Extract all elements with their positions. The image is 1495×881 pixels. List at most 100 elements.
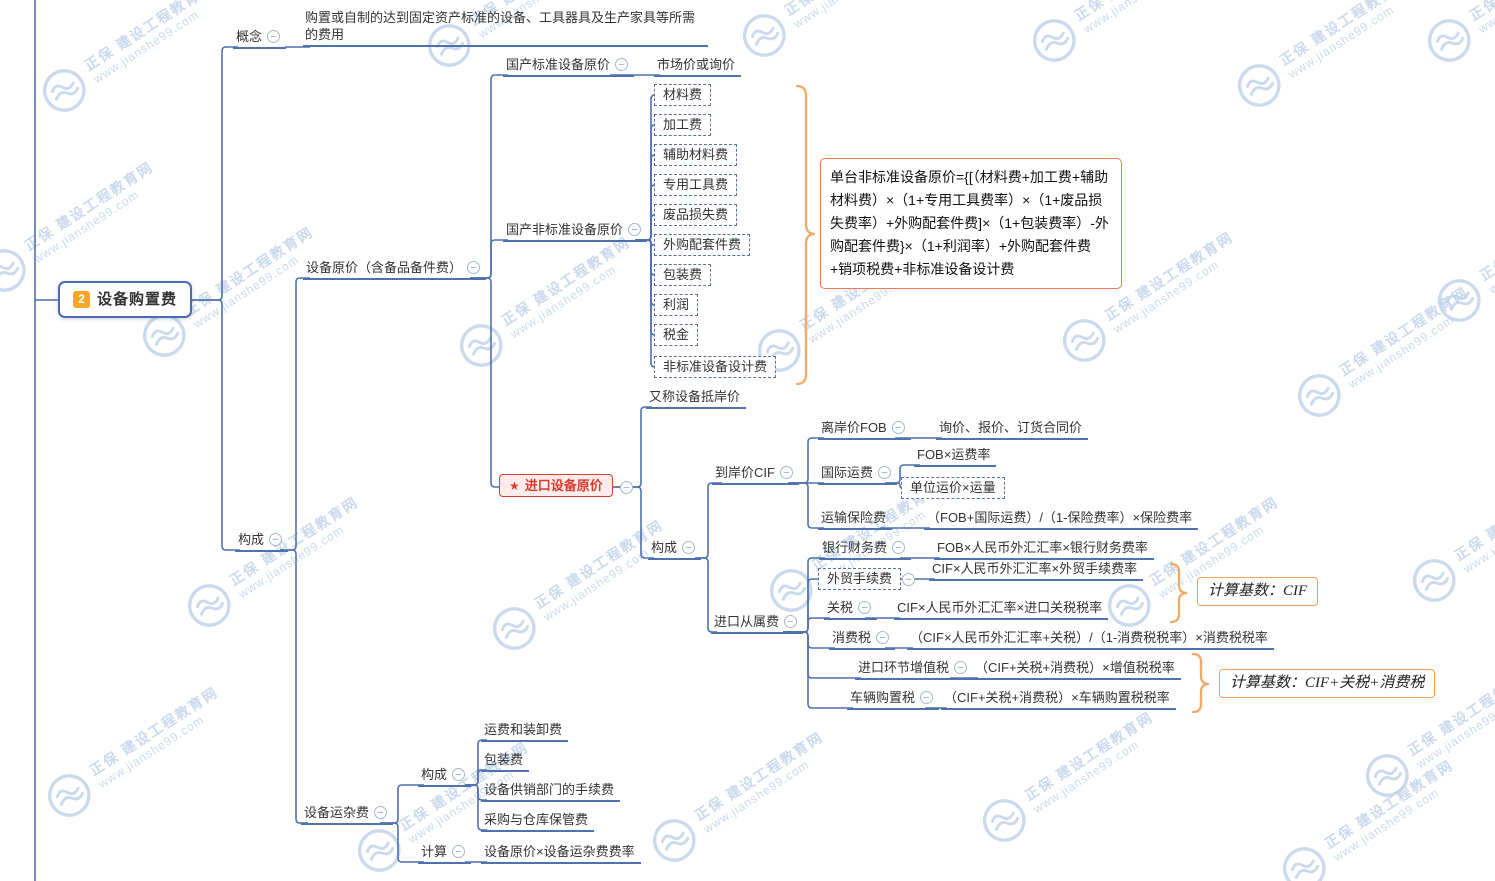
root-topic-label: 设备购置费 [97, 291, 178, 308]
topic-misc-composition[interactable]: 构成 − [418, 765, 472, 787]
misc-item-supply-handling[interactable]: 设备供销部门的手续费 [481, 780, 621, 802]
topic-vehicle-tax[interactable]: 车辆购置税 − [847, 688, 940, 710]
topic-import-accessory[interactable]: 进口从属费 − [711, 612, 804, 634]
collapse-icon[interactable]: − [784, 615, 798, 628]
connector [783, 631, 853, 709]
cost-item-scrap-loss[interactable]: 废品损失费 [654, 204, 738, 226]
collapse-icon[interactable]: − [779, 466, 793, 479]
note-calc-base-cif[interactable]: 计算基数：CIF [1197, 577, 1319, 606]
topic-bank-fee[interactable]: 银行财务费 − [819, 538, 912, 560]
brand-logo-icon [1437, 279, 1481, 322]
cost-item-packing[interactable]: 包装费 [654, 264, 712, 286]
topic-cif[interactable]: 到岸价CIF − [712, 463, 799, 485]
brand-logo-icon [982, 799, 1026, 842]
brand-logo-icon [1297, 374, 1341, 417]
collapse-icon[interactable]: − [954, 661, 968, 674]
topic-domestic-standard[interactable]: 国产标准设备原价 − [503, 55, 635, 77]
root-topic[interactable]: 2 设备购置费 [58, 281, 193, 318]
collapse-icon[interactable]: − [269, 533, 283, 546]
nonstandard-price-formula[interactable]: 单台非标准设备原价={[（材料费+加工费+辅助材料费）×（1+专用工具费率）×（… [820, 158, 1122, 289]
brand-logo-icon [42, 69, 86, 112]
brand-logo-icon [1032, 19, 1076, 62]
collapse-icon[interactable]: − [892, 541, 906, 554]
value-unit-freight[interactable]: 单位运价×运量 [901, 477, 1005, 499]
topic-fob[interactable]: 离岸价FOB − [818, 418, 911, 440]
misc-item-warehouse[interactable]: 采购与仓库保管费 [481, 810, 595, 832]
collapse-icon[interactable]: − [267, 30, 281, 43]
connector [610, 486, 654, 559]
collapse-icon[interactable]: − [452, 845, 466, 858]
topic-imported-price[interactable]: ★ 进口设备原价 [499, 474, 613, 497]
collapse-icon[interactable]: − [920, 691, 934, 704]
topic-device-price-label: 设备原价（含备品备件费） [306, 260, 463, 275]
value-fob[interactable]: 询价、报价、订货合同价 [936, 418, 1089, 440]
topic-misc-calc[interactable]: 计算 − [418, 842, 472, 864]
topic-misc-fee[interactable]: 设备运杂费 − [301, 803, 394, 825]
cost-item-processing[interactable]: 加工费 [654, 114, 712, 136]
topic-fob-label: 离岸价FOB [821, 420, 887, 435]
misc-item-packing[interactable]: 包装费 [481, 750, 530, 772]
value-transport-insurance[interactable]: （FOB+国际运费）/（1-保险费率）×保险费率 [924, 508, 1199, 530]
cost-item-outsourced-set[interactable]: 外购配套件费 [654, 234, 751, 256]
brand-logo-icon [1427, 19, 1471, 62]
topic-concept[interactable]: 概念 − [233, 27, 287, 49]
topic-domestic-nonstandard[interactable]: 国产非标准设备原价 − [503, 220, 648, 242]
value-bank-fee[interactable]: FOB×人民币外汇汇率×银行财务费率 [934, 538, 1154, 560]
value-trade-fee[interactable]: CIF×人民币外汇汇率×外贸手续费率 [929, 559, 1144, 581]
brand-logo-icon [742, 14, 786, 57]
collapse-icon[interactable]: − [628, 223, 642, 236]
cost-item-design-fee[interactable]: 非标准设备设计费 [654, 356, 777, 378]
topic-consumption-tax[interactable]: 消费税 − [829, 628, 896, 650]
brand-logo-icon [0, 249, 26, 292]
topic-composition[interactable]: 构成 − [235, 530, 289, 552]
cost-item-aux-material[interactable]: 辅助材料费 [654, 144, 738, 166]
topic-imported-price-label: 进口设备原价 [524, 478, 603, 493]
connector [380, 822, 424, 863]
topic-trade-fee[interactable]: 外贸手续费 [818, 568, 902, 590]
cost-item-special-tools[interactable]: 专用工具费 [654, 174, 738, 196]
collapse-icon[interactable]: − [467, 261, 481, 274]
collapse-icon[interactable]: − [452, 768, 466, 781]
note-imported-alias[interactable]: 又称设备抵岸价 [646, 387, 747, 409]
brace-nonstandard-formula [795, 84, 816, 386]
topic-imported-composition[interactable]: 构成 − [648, 538, 702, 560]
topic-vehicle-tax-label: 车辆购置税 [850, 690, 916, 705]
topic-concept-label: 概念 [236, 29, 263, 44]
value-misc-calc[interactable]: 设备原价×设备运杂费费率 [481, 842, 641, 864]
collapse-icon[interactable]: − [891, 421, 905, 434]
collapse-icon[interactable]: − [620, 481, 633, 494]
value-consumption-tax[interactable]: （CIF×人民币外汇汇率+关税）/（1-消费税税率）×消费税税率 [907, 628, 1274, 650]
value-tariff[interactable]: CIF×人民币外汇汇率×进口关税税率 [894, 598, 1109, 620]
brand-logo-icon [459, 324, 503, 367]
cost-item-profit[interactable]: 利润 [654, 294, 699, 316]
cost-item-material[interactable]: 材料费 [654, 84, 712, 106]
note-calc-base-cif-tax[interactable]: 计算基数：CIF+关税+消费税 [1219, 669, 1436, 698]
topic-intl-freight[interactable]: 国际运费 − [818, 463, 898, 485]
collapse-icon[interactable]: − [858, 601, 872, 614]
topic-import-vat[interactable]: 进口环节增值税 − [855, 658, 974, 680]
collapse-icon[interactable]: − [615, 58, 629, 71]
value-market-price[interactable]: 市场价或询价 [654, 55, 742, 77]
concept-description[interactable]: 购置或自制的达到固定资产标准的设备、工具器具及生产家具等所需的费用 [303, 9, 708, 47]
brand-logo-icon [47, 774, 91, 817]
collapse-icon[interactable]: − [682, 541, 696, 554]
topic-transport-insurance[interactable]: 运输保险费 [818, 508, 893, 530]
collapse-icon[interactable]: − [876, 631, 890, 644]
value-vehicle-tax[interactable]: （CIF+关税+消费税）×车辆购置税税率 [941, 688, 1176, 710]
connector [783, 631, 835, 649]
collapse-icon[interactable]: − [878, 466, 892, 479]
collapse-icon[interactable]: − [374, 806, 388, 819]
value-freight-rate[interactable]: FOB×运费率 [914, 445, 997, 467]
topic-tariff[interactable]: 关税 − [824, 598, 878, 620]
collapse-icon[interactable]: − [902, 573, 915, 586]
value-import-vat[interactable]: （CIF+关税+消费税）×增值税税率 [972, 658, 1181, 680]
topic-device-price[interactable]: 设备原价（含备品备件费） − [303, 258, 487, 280]
misc-item-freight-loading[interactable]: 运费和装卸费 [481, 720, 569, 742]
cost-item-tax[interactable]: 税金 [654, 324, 699, 346]
